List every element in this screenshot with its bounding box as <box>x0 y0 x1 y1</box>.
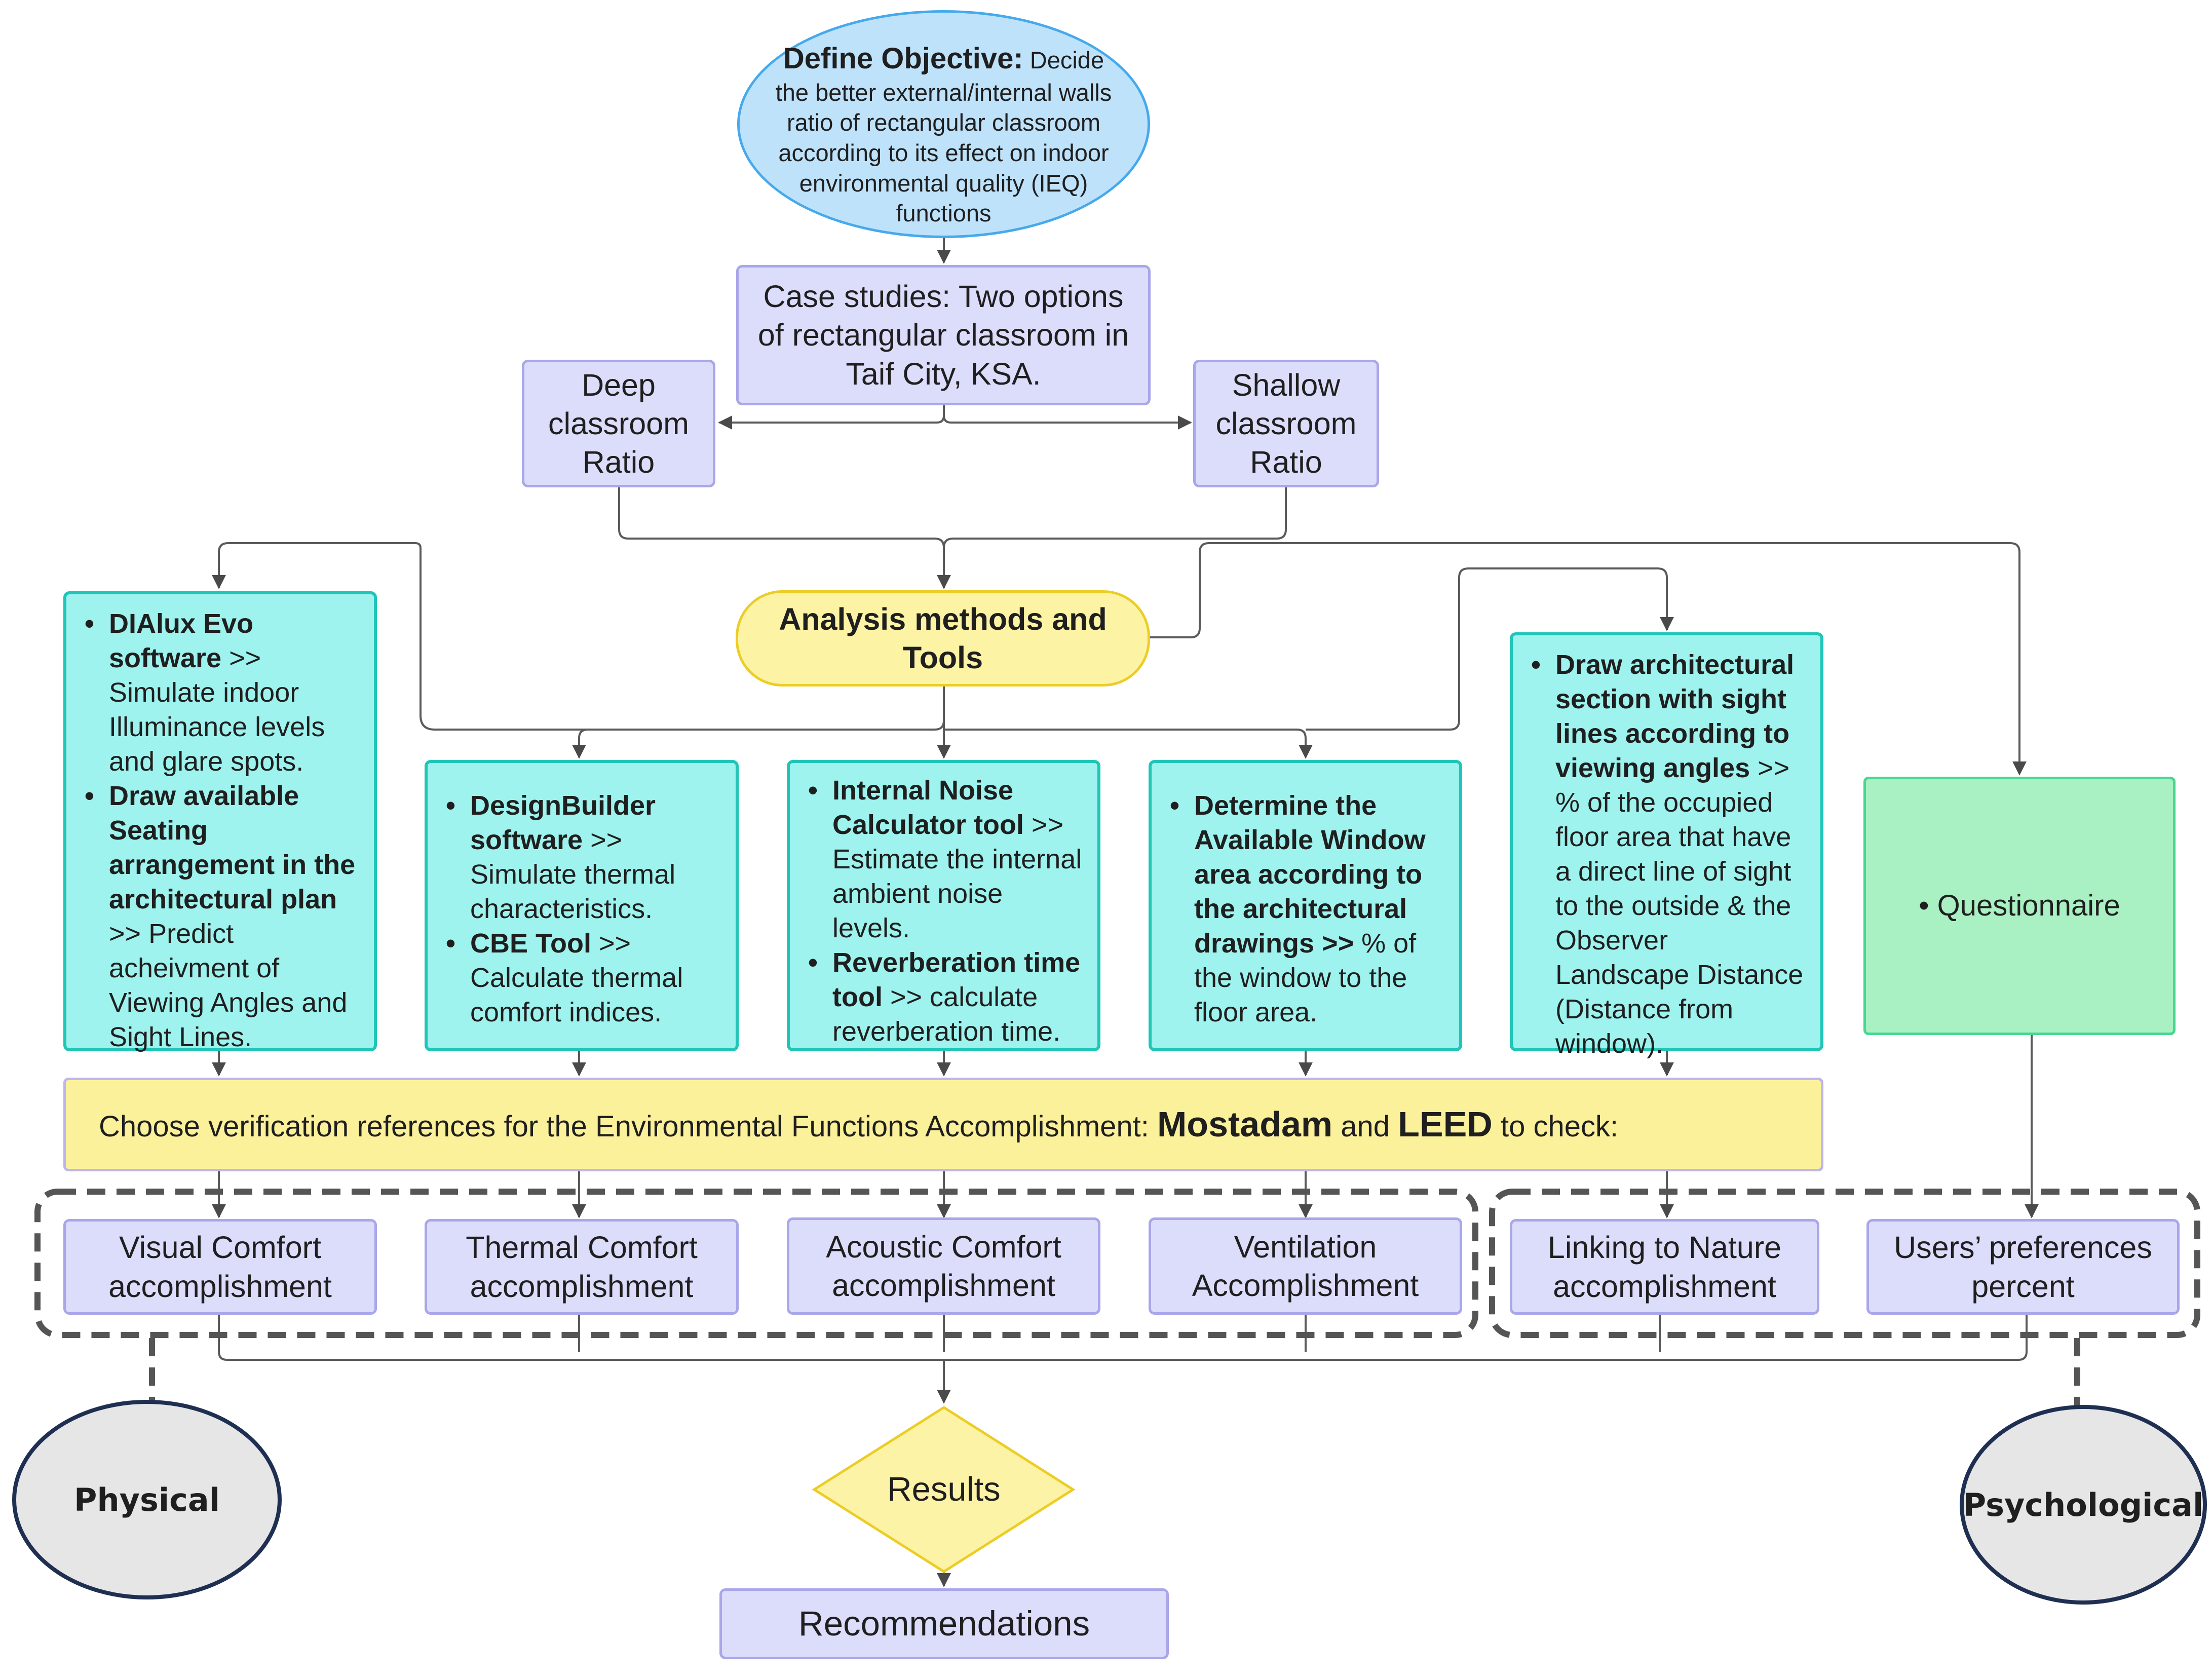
ventilation-method-item: Determine the Available Window area acco… <box>1170 788 1444 1029</box>
linking-nature-text: Linking to Nature accomplishment <box>1547 1230 1782 1304</box>
objective-node: Define Objective: Decide the better exte… <box>737 10 1150 238</box>
ventilation-node: Ventilation Accomplishment <box>1149 1217 1462 1315</box>
connector-tools-visual <box>415 542 945 731</box>
visual-method-item: Draw available Seating arrangement in th… <box>85 779 359 1054</box>
connector-to-thermal <box>572 729 588 759</box>
thermal-comfort-text: Thermal Comfort accomplishment <box>466 1230 698 1304</box>
acoustic-method-detail: >> calculate reverberation time. <box>832 982 1061 1047</box>
visual-method-item: DIAlux Evo software >> Simulate indoor I… <box>85 606 359 779</box>
connector-top-visual <box>212 542 415 589</box>
case-studies-text: Case studies: Two options of rectangular… <box>757 279 1129 391</box>
verification-text: Choose verification references for the E… <box>99 1102 1618 1147</box>
nature-method-box: Draw architectural section with sight li… <box>1510 632 1823 1059</box>
users-preferences-node: Users’ preferences percent <box>1866 1219 2180 1315</box>
thermal-method-list: DesignBuilder software >> Simulate therm… <box>443 788 720 1029</box>
physical-ellipse <box>12 1400 282 1599</box>
connector-shallow-tools <box>943 487 1287 548</box>
visual-method-detail: >> Simulate indoor Illuminance levels an… <box>109 643 325 777</box>
visual-comfort-node: Visual Comfort accomplishment <box>63 1219 377 1315</box>
nature-method-tool: Draw architectural section with sight li… <box>1555 650 1795 784</box>
questionnaire-text: • Questionnaire <box>1919 889 2120 922</box>
thermal-method-detail: >> Simulate thermal characteristics. <box>470 825 676 925</box>
acoustic-method-item: Reverberation time tool >> calculate rev… <box>808 945 1082 1049</box>
reference-leed: LEED <box>1398 1104 1493 1144</box>
thermal-method-item: DesignBuilder software >> Simulate therm… <box>446 788 720 926</box>
objective-description: Decide the better external/internal wall… <box>775 46 1112 227</box>
nature-method-detail: >> % of the occupied floor area that hav… <box>1555 753 1804 1059</box>
visual-method-list: DIAlux Evo software >> Simulate indoor I… <box>82 606 359 1054</box>
thermal-method-tool: CBE Tool <box>470 928 591 959</box>
ventilation-method-detail: % of the window to the floor area. <box>1194 928 1417 1028</box>
ventilation-method-list: Determine the Available Window area acco… <box>1167 788 1444 1029</box>
connector-tools-questionnaire <box>1150 542 2027 776</box>
shallow-ratio-node: Shallow classroom Ratio <box>1193 360 1379 487</box>
psychological-ellipse <box>1960 1405 2207 1605</box>
reference-mostadam: Mostadam <box>1157 1104 1333 1144</box>
thermal-comfort-node: Thermal Comfort accomplishment <box>425 1219 739 1315</box>
connector-case-shallow <box>943 415 1192 430</box>
visual-method-tool: Draw available Seating arrangement in th… <box>109 781 356 915</box>
verification-suffix: to check: <box>1492 1110 1619 1143</box>
connector-to-ventilation <box>944 729 1313 759</box>
nature-method-item: Draw architectural section with sight li… <box>1531 647 1805 1061</box>
psychological-label: Psychological <box>1963 1486 2204 1523</box>
analysis-tools-node: Analysis methods and Tools <box>736 590 1150 687</box>
acoustic-method-item: Internal Noise Calculator tool >> Estima… <box>808 773 1082 945</box>
acoustic-method-tool: Reverberation time tool <box>832 947 1081 1013</box>
thermal-method-tool: DesignBuilder software <box>470 790 656 856</box>
acoustic-method-box: Internal Noise Calculator tool >> Estima… <box>787 760 1100 1051</box>
acoustic-comfort-node: Acoustic Comfort accomplishment <box>787 1217 1100 1315</box>
visual-method-tool: DIAlux Evo software <box>109 608 254 674</box>
shallow-ratio-text: Shallow classroom Ratio <box>1215 367 1357 480</box>
questionnaire-box: • Questionnaire <box>1863 777 2176 1035</box>
visual-comfort-text: Visual Comfort accomplishment <box>108 1230 332 1304</box>
visual-method-detail: >> Predict acheivment of Viewing Angles … <box>109 919 348 1053</box>
verification-prefix: Choose verification references for the E… <box>99 1110 1157 1143</box>
analysis-tools-text: Analysis methods and Tools <box>779 601 1107 675</box>
acoustic-comfort-text: Acoustic Comfort accomplishment <box>826 1229 1061 1303</box>
thermal-method-item: CBE Tool >> Calculate thermal comfort in… <box>446 926 720 1029</box>
acoustic-method-list: Internal Noise Calculator tool >> Estima… <box>805 773 1082 1049</box>
objective-heading: Define Objective: <box>783 42 1023 75</box>
users-preferences-text: Users’ preferences percent <box>1894 1230 2152 1304</box>
connector-to-nature <box>1306 567 1674 731</box>
recommendations-text: Recommendations <box>798 1604 1090 1643</box>
thermal-method-detail: >> Calculate thermal comfort indices. <box>470 928 683 1028</box>
case-studies-node: Case studies: Two options of rectangular… <box>736 265 1151 405</box>
deep-ratio-node: Deep classroom Ratio <box>522 360 715 487</box>
recommendations-node: Recommendations <box>719 1588 1169 1659</box>
linking-nature-node: Linking to Nature accomplishment <box>1510 1219 1819 1315</box>
ventilation-method-box: Determine the Available Window area acco… <box>1149 760 1462 1051</box>
acoustic-method-detail: >> Estimate the internal ambient noise l… <box>832 810 1082 944</box>
verification-mid: and <box>1332 1110 1398 1143</box>
connector-outcomes-results <box>218 1315 2028 1361</box>
physical-group-frame <box>34 1189 1478 1338</box>
acoustic-method-tool: Internal Noise Calculator tool <box>832 775 1024 841</box>
thermal-method-box: DesignBuilder software >> Simulate therm… <box>425 760 739 1051</box>
ventilation-method-tool: Determine the Available Window area acco… <box>1194 790 1426 959</box>
connector-deep-tools <box>618 486 951 589</box>
deep-ratio-text: Deep classroom Ratio <box>548 367 689 480</box>
nature-method-list: Draw architectural section with sight li… <box>1528 647 1805 1061</box>
visual-method-box: DIAlux Evo software >> Simulate indoor I… <box>63 591 377 1054</box>
results-label: Results <box>887 1470 1001 1509</box>
verification-bar: Choose verification references for the E… <box>63 1078 1823 1171</box>
objective-text: Define Objective: Decide the better exte… <box>770 40 1117 228</box>
ventilation-text: Ventilation Accomplishment <box>1192 1229 1419 1303</box>
physical-label: Physical <box>74 1481 220 1518</box>
results-diamond <box>812 1406 1076 1573</box>
psychological-group-frame <box>1489 1189 2200 1338</box>
connector-case-deep <box>718 405 945 430</box>
